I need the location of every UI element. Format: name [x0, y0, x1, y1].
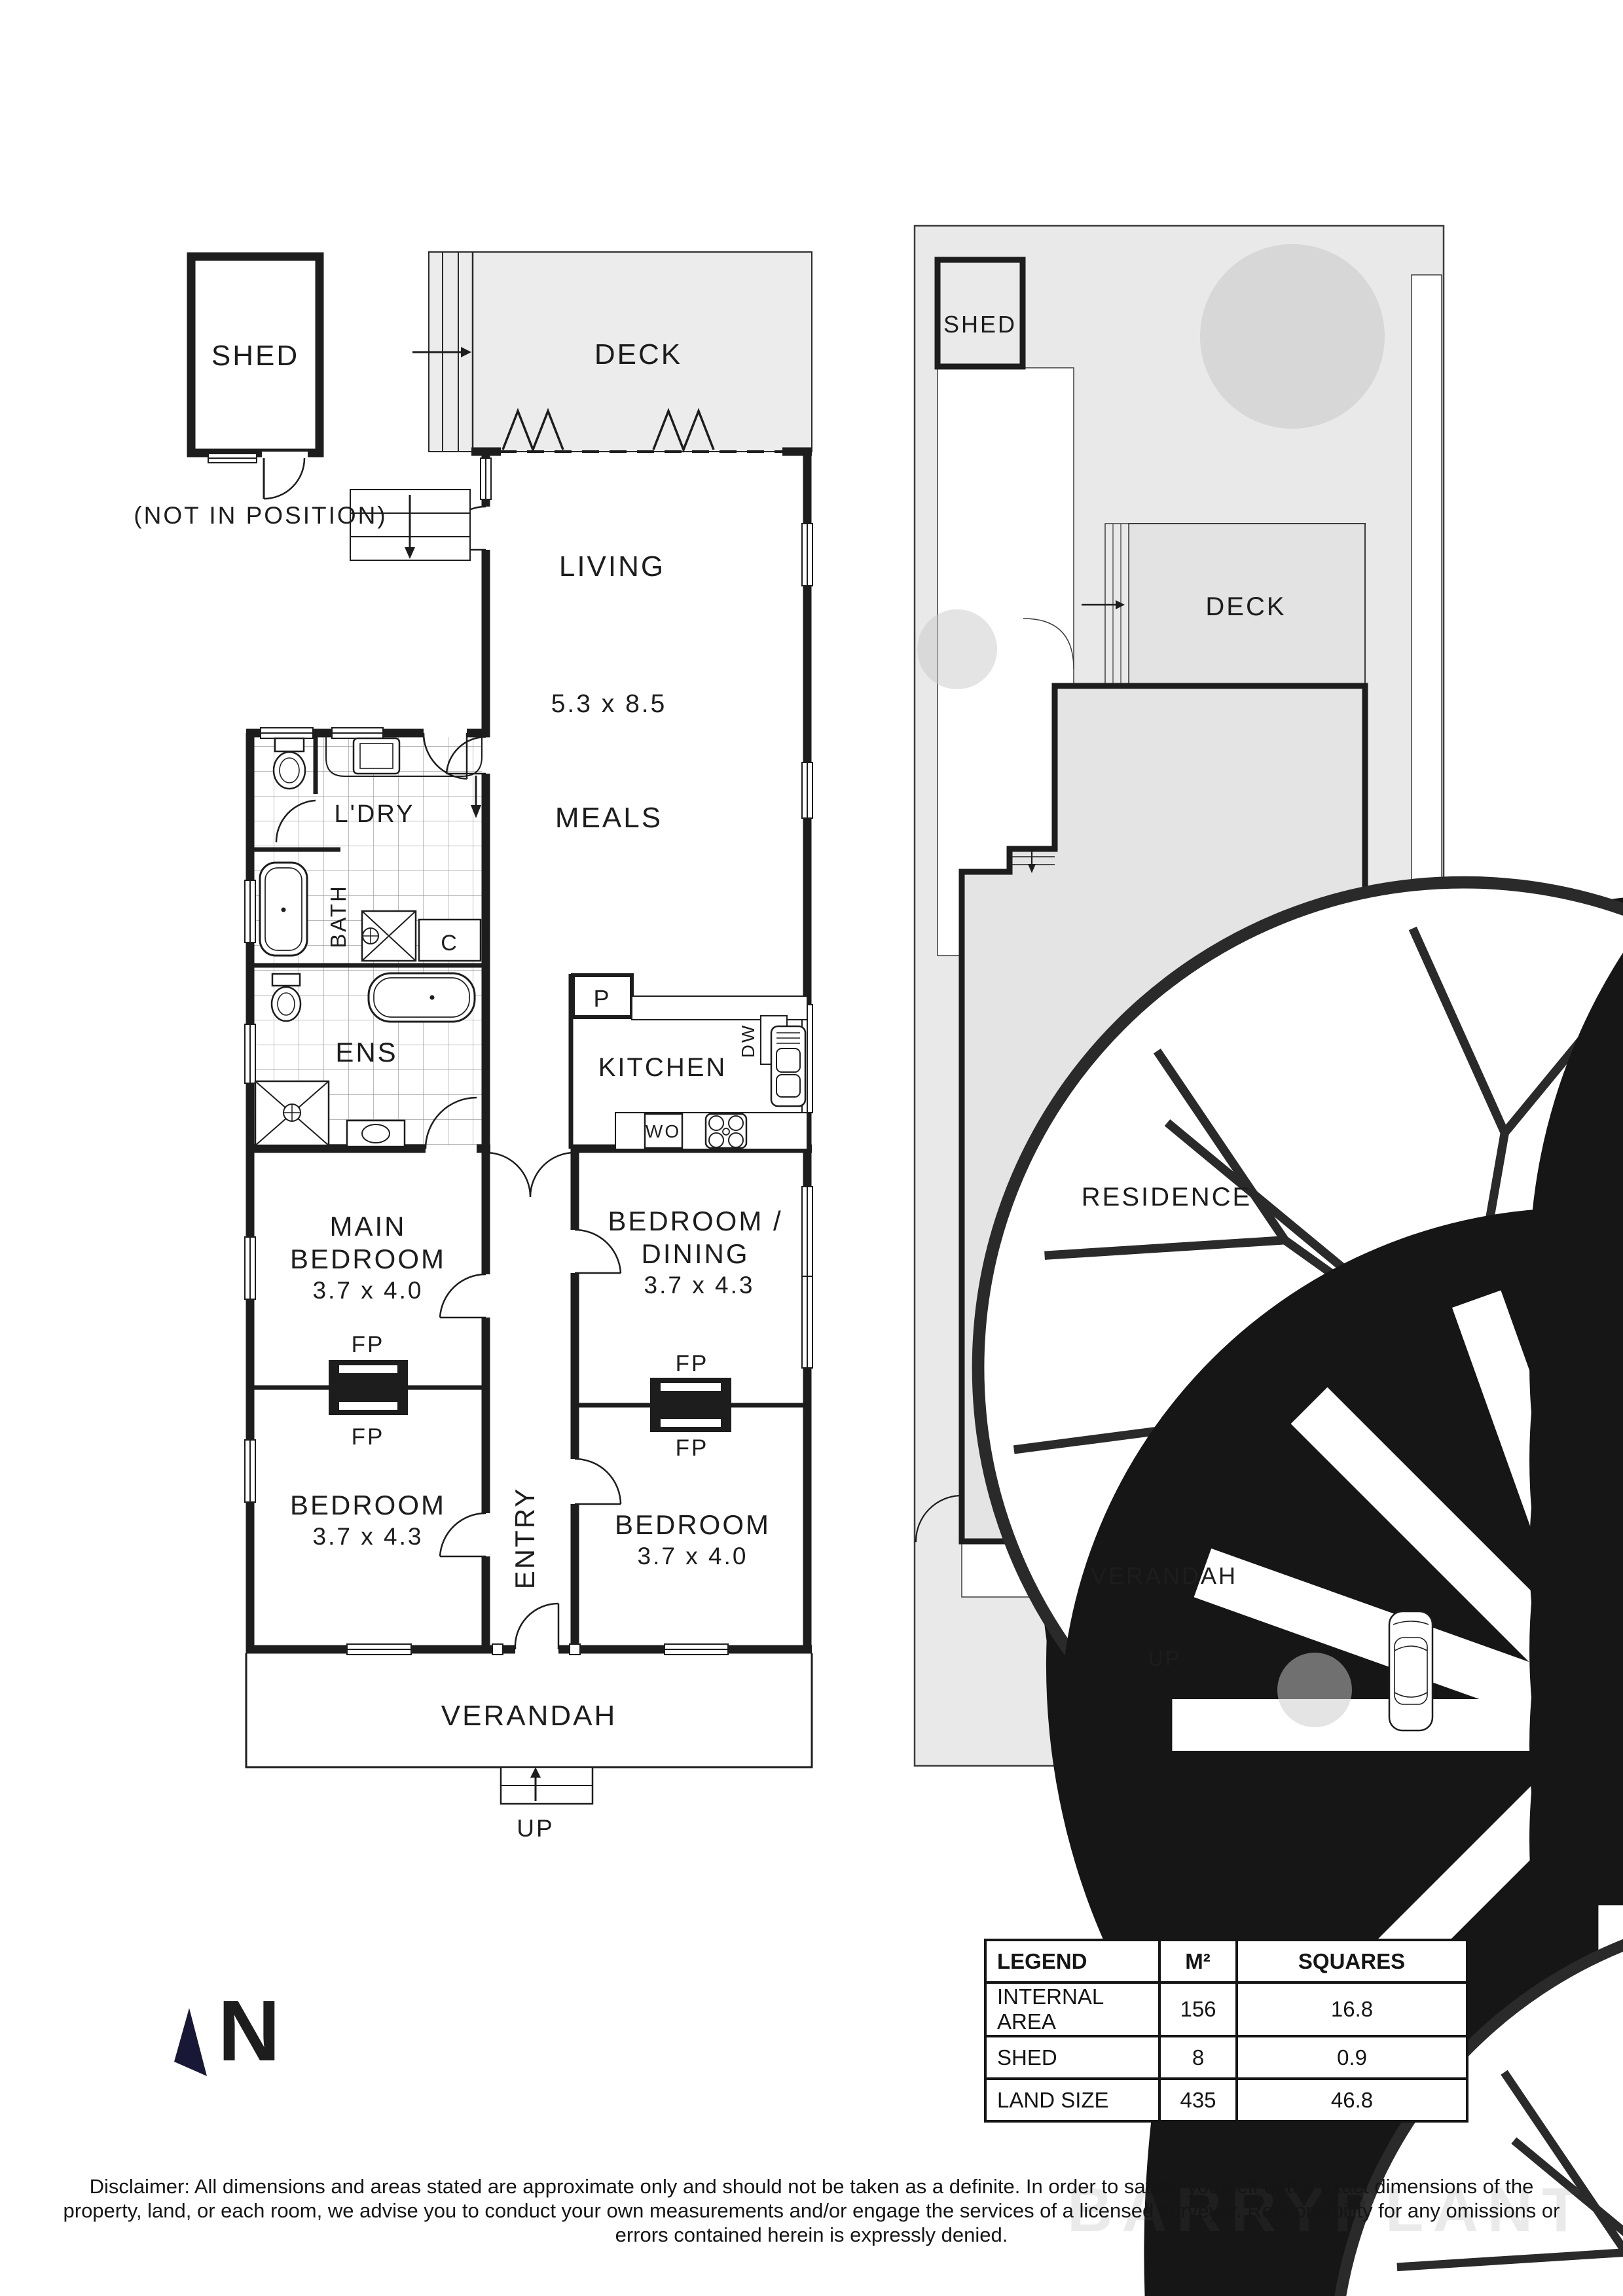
watermark: BARRYPLANT — [1067, 2175, 1590, 2245]
bedroom-right-label: BEDROOM — [615, 1509, 771, 1540]
legend-internal-area-label: INTERNAL AREA — [984, 1981, 1161, 2037]
bedroom-dining-line1: BEDROOM / — [608, 1206, 782, 1236]
room-label-laundry: L'DRY — [335, 800, 415, 828]
room-label-bath: BATH — [326, 884, 350, 948]
room-label-deck: DECK — [594, 338, 682, 370]
verandah-label: VERANDAH — [441, 1700, 617, 1732]
room-label-kitchen: KITCHEN — [598, 1053, 727, 1082]
legend-internal-area-squares: 16.8 — [1235, 1981, 1468, 2037]
exterior-walls — [246, 447, 812, 1654]
bedroom-left-dims: 3.7 x 4.3 — [313, 1523, 424, 1550]
fireplace-label-left-bottom: FP — [352, 1424, 385, 1450]
bath-fixtures — [259, 861, 482, 962]
disclaimer-text: Disclaimer: All dimensions and areas sta… — [63, 2175, 1560, 2246]
fireplace-label-right-bottom: FP — [676, 1435, 709, 1461]
site-shed-label: SHED — [943, 311, 1017, 338]
fireplace-label-right-top: FP — [676, 1351, 709, 1376]
wall-oven-label: WO — [646, 1121, 681, 1141]
legend-header-m2: M² — [1158, 1939, 1238, 1984]
legend-internal-area-m2: 156 — [1158, 1981, 1238, 2037]
laundry-fixtures — [272, 737, 483, 790]
legend-shed-label: SHED — [984, 2035, 1161, 2080]
dishwasher-label: DW — [738, 1024, 758, 1058]
room-label-meals: MEALS — [555, 802, 663, 834]
main-bedroom-line1: MAIN — [330, 1211, 407, 1242]
legend-row-internal-area: INTERNAL AREA 156 16.8 — [984, 1981, 1468, 2037]
windows — [244, 457, 813, 1655]
legend-land-size-squares: 46.8 — [1235, 2077, 1468, 2123]
cupboard-label: C — [441, 931, 459, 956]
doors — [275, 505, 622, 1650]
ensuite-fixtures — [254, 972, 476, 1148]
site-verandah-label: VERANDAH — [1091, 1562, 1237, 1589]
legend-row-shed: SHED 8 0.9 — [984, 2035, 1468, 2080]
up-label: UP — [517, 1815, 554, 1842]
bedroom-left-label: BEDROOM — [290, 1490, 446, 1520]
site-deck-label: DECK — [1205, 592, 1286, 621]
shed-detail — [187, 252, 324, 500]
fireplaces — [329, 1360, 731, 1432]
site-vegetation — [917, 244, 1623, 2296]
disclaimer: Disclaimer: All dimensions and areas sta… — [0, 2174, 1623, 2247]
site-deck — [1082, 523, 1366, 687]
site-up-label: UP — [1148, 1647, 1181, 1670]
legend-row-land-size: LAND SIZE 435 46.8 — [984, 2077, 1468, 2123]
north-arrow: N — [174, 1982, 282, 2079]
legend-land-size-label: LAND SIZE — [984, 2077, 1161, 2123]
side-steps — [350, 489, 481, 818]
room-label-ens: ENS — [335, 1037, 397, 1067]
legend-header-legend: LEGEND — [984, 1939, 1161, 1984]
bedroom-dining-line2: DINING — [642, 1238, 750, 1269]
kitchen-fixtures — [571, 973, 808, 1150]
entry-label: ENTRY — [509, 1487, 540, 1590]
shed-note: (NOT IN POSITION) — [134, 502, 387, 529]
site-shed-box — [934, 257, 1026, 370]
bedroom-right-dims: 3.7 x 4.0 — [638, 1543, 748, 1570]
main-bedroom-dims: 3.7 x 4.0 — [313, 1277, 424, 1304]
legend-shed-squares: 0.9 — [1235, 2035, 1468, 2080]
left-floor-plan: SHED (NOT IN POSITION) DECK LIVING 5.3 x… — [134, 251, 813, 1842]
living-dims: 5.3 x 8.5 — [551, 690, 667, 718]
north-label: N — [218, 1982, 282, 2079]
legend-table: LEGEND M² SQUARES INTERNAL AREA 156 16.8… — [984, 1939, 1468, 2123]
deck-area — [412, 251, 812, 453]
legend-header-row: LEGEND M² SQUARES — [984, 1939, 1468, 1984]
verandah-area — [245, 1653, 813, 1805]
room-label-living: LIVING — [559, 550, 665, 583]
legend-header-squares: SQUARES — [1235, 1939, 1468, 1984]
pantry-label: P — [593, 985, 611, 1012]
legend-land-size-m2: 435 — [1158, 2077, 1238, 2123]
fireplace-label-left-top: FP — [352, 1332, 385, 1357]
bedroom-dining-dims: 3.7 x 4.3 — [644, 1272, 755, 1299]
shed-label: SHED — [211, 340, 299, 372]
main-bedroom-line2: BEDROOM — [290, 1244, 446, 1274]
interior-walls — [250, 733, 807, 1408]
legend-shed-m2: 8 — [1158, 2035, 1238, 2080]
site-residence-label: RESIDENCE — [1082, 1183, 1252, 1211]
car — [1388, 1610, 1434, 1732]
site-plan: SHED DECK RESIDENCE VERANDAH UP — [913, 224, 1623, 2296]
